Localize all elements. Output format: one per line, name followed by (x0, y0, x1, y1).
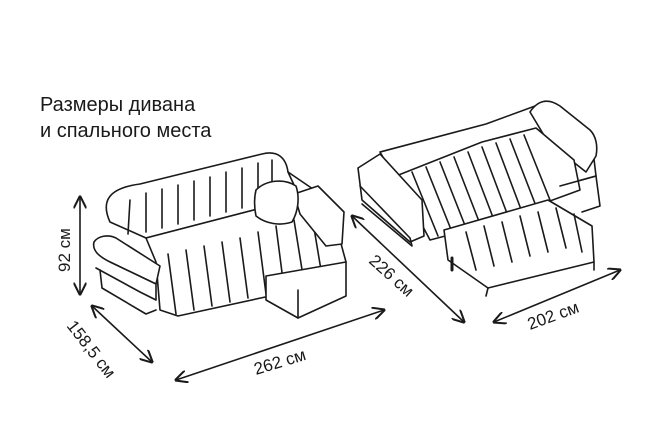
width-arrow (176, 310, 384, 380)
assembled-sofa-drawing (92, 152, 347, 319)
backrest-stripes (127, 159, 273, 235)
bed-width-arrow (494, 270, 620, 322)
dimension-arrows (80, 197, 620, 380)
bed-right-base (559, 175, 601, 213)
depth-label: 158,5 см (63, 317, 120, 382)
width-label: 262 см (252, 345, 309, 379)
bed-length-arrow (352, 216, 464, 322)
heading-line-1: Размеры дивана (40, 94, 196, 116)
height-label: 92 см (55, 228, 74, 272)
bed-length-label: 226 см (365, 251, 417, 301)
cushion-pillow (253, 180, 299, 225)
heading-line-2: и спального места (40, 120, 212, 142)
bed-width-label: 202 см (525, 298, 582, 334)
right-armrest (293, 185, 345, 247)
pull-out-stripes (465, 207, 583, 271)
depth-arrow (92, 306, 152, 362)
left-armrest (92, 235, 161, 285)
diagram-heading: Размеры дивана и спального места (40, 92, 211, 144)
bed-right-cushion (529, 100, 598, 173)
